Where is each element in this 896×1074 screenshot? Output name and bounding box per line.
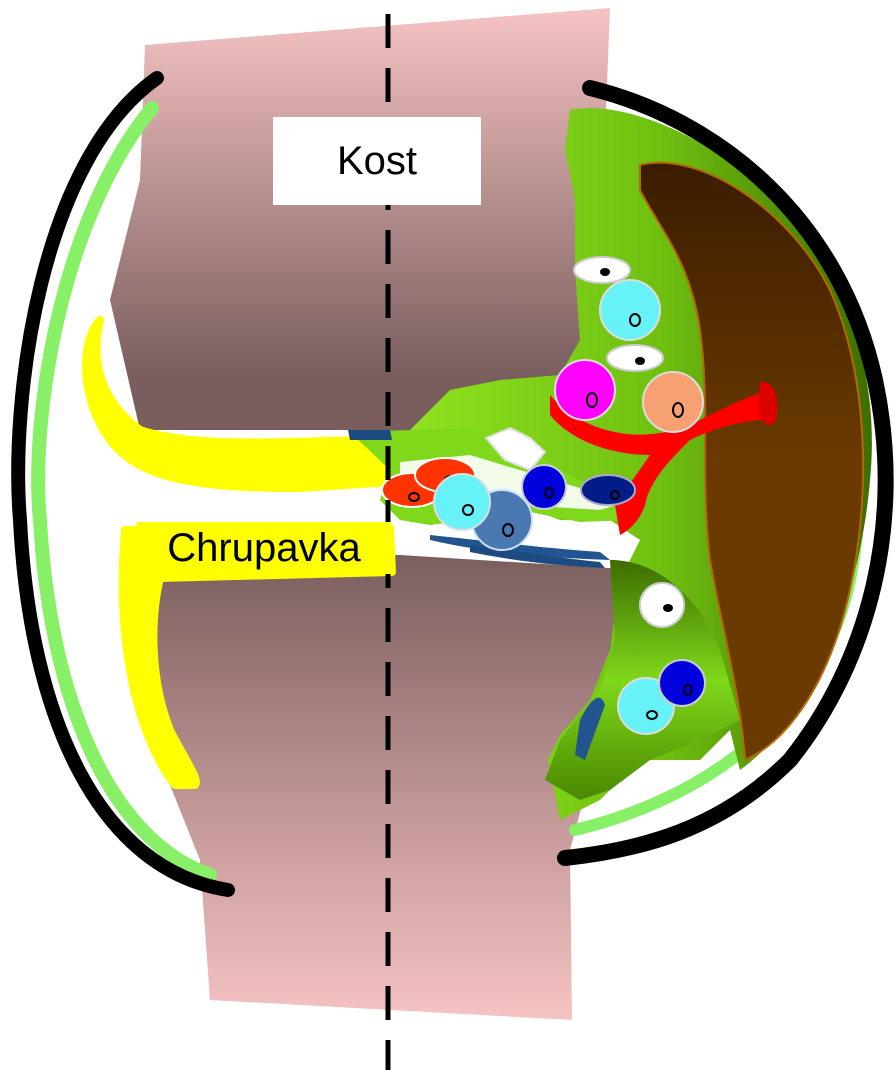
bone-label-text: Kost bbox=[337, 139, 417, 184]
cell-white-3-nucleus bbox=[663, 604, 673, 612]
cell-magenta bbox=[555, 360, 615, 420]
cell-white-2-nucleus bbox=[635, 357, 645, 365]
cell-orange bbox=[643, 372, 703, 432]
cell-cyan-1 bbox=[600, 280, 660, 340]
cell-blue-1 bbox=[522, 465, 566, 509]
cell-navy bbox=[581, 475, 635, 505]
dark-edge-1 bbox=[348, 430, 392, 440]
bone-label: Kost bbox=[273, 117, 481, 205]
cell-white-2 bbox=[607, 345, 663, 371]
cell-white-3 bbox=[640, 583, 684, 627]
cartilage-label-text: Chrupavka bbox=[167, 526, 360, 571]
cell-blue-2 bbox=[659, 660, 705, 706]
upper-bone bbox=[110, 8, 610, 440]
cell-white-1-nucleus bbox=[600, 268, 610, 276]
cell-cyan-2 bbox=[434, 474, 490, 530]
cartilage-label: Chrupavka bbox=[137, 522, 391, 574]
